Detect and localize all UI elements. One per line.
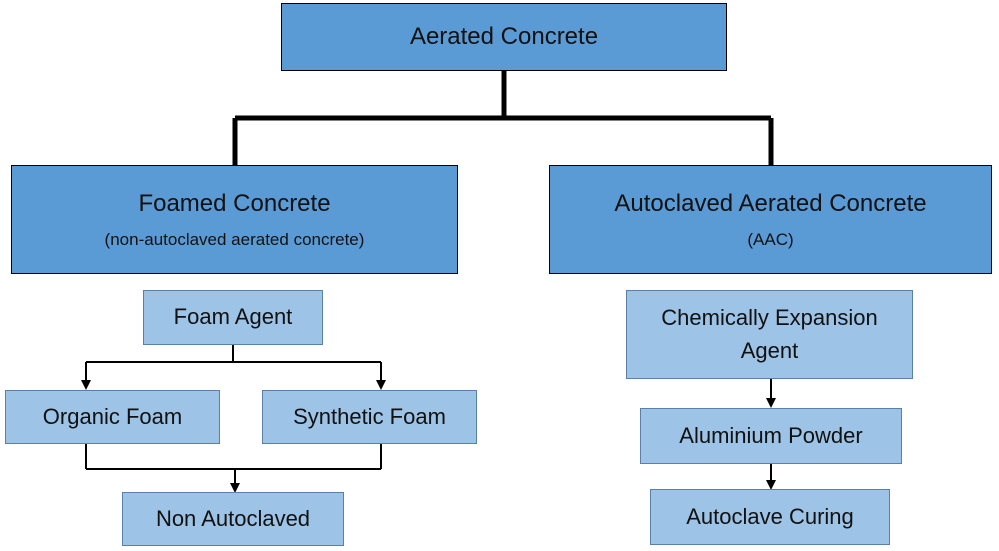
organic-foam-box: Organic Foam — [5, 390, 220, 444]
non-autoclaved-box: Non Autoclaved — [122, 492, 344, 546]
foam-agent-label: Foam Agent — [173, 304, 293, 330]
aac-sublabel: (AAC) — [747, 230, 794, 250]
foamed-concrete-box: Foamed Concrete (non-autoclaved aerated … — [11, 165, 458, 274]
aerated-concrete-label: Aerated Concrete — [409, 23, 599, 51]
organic-foam-label: Organic Foam — [42, 403, 183, 429]
aac-box: Autoclaved Aerated Concrete (AAC) — [549, 165, 992, 274]
autoclave-curing-box: Autoclave Curing — [650, 489, 890, 545]
chemically-expansion-line2: Agent — [740, 337, 799, 363]
synthetic-foam-box: Synthetic Foam — [262, 390, 477, 444]
foam-agent-box: Foam Agent — [143, 290, 323, 345]
synthetic-foam-label: Synthetic Foam — [293, 403, 446, 429]
foamed-concrete-label: Foamed Concrete — [138, 189, 331, 217]
aluminium-powder-label: Aluminium Powder — [679, 422, 863, 448]
non-autoclaved-label: Non Autoclaved — [155, 505, 311, 531]
chemically-expansion-agent-box: Chemically Expansion Agent — [626, 290, 913, 379]
aluminium-powder-box: Aluminium Powder — [640, 408, 902, 464]
aerated-concrete-box: Aerated Concrete — [281, 3, 727, 71]
chemically-expansion-line1: Chemically Expansion — [661, 304, 878, 330]
aac-label: Autoclaved Aerated Concrete — [614, 189, 927, 217]
foamed-concrete-sublabel: (non-autoclaved aerated concrete) — [104, 230, 365, 250]
autoclave-curing-label: Autoclave Curing — [686, 503, 854, 529]
